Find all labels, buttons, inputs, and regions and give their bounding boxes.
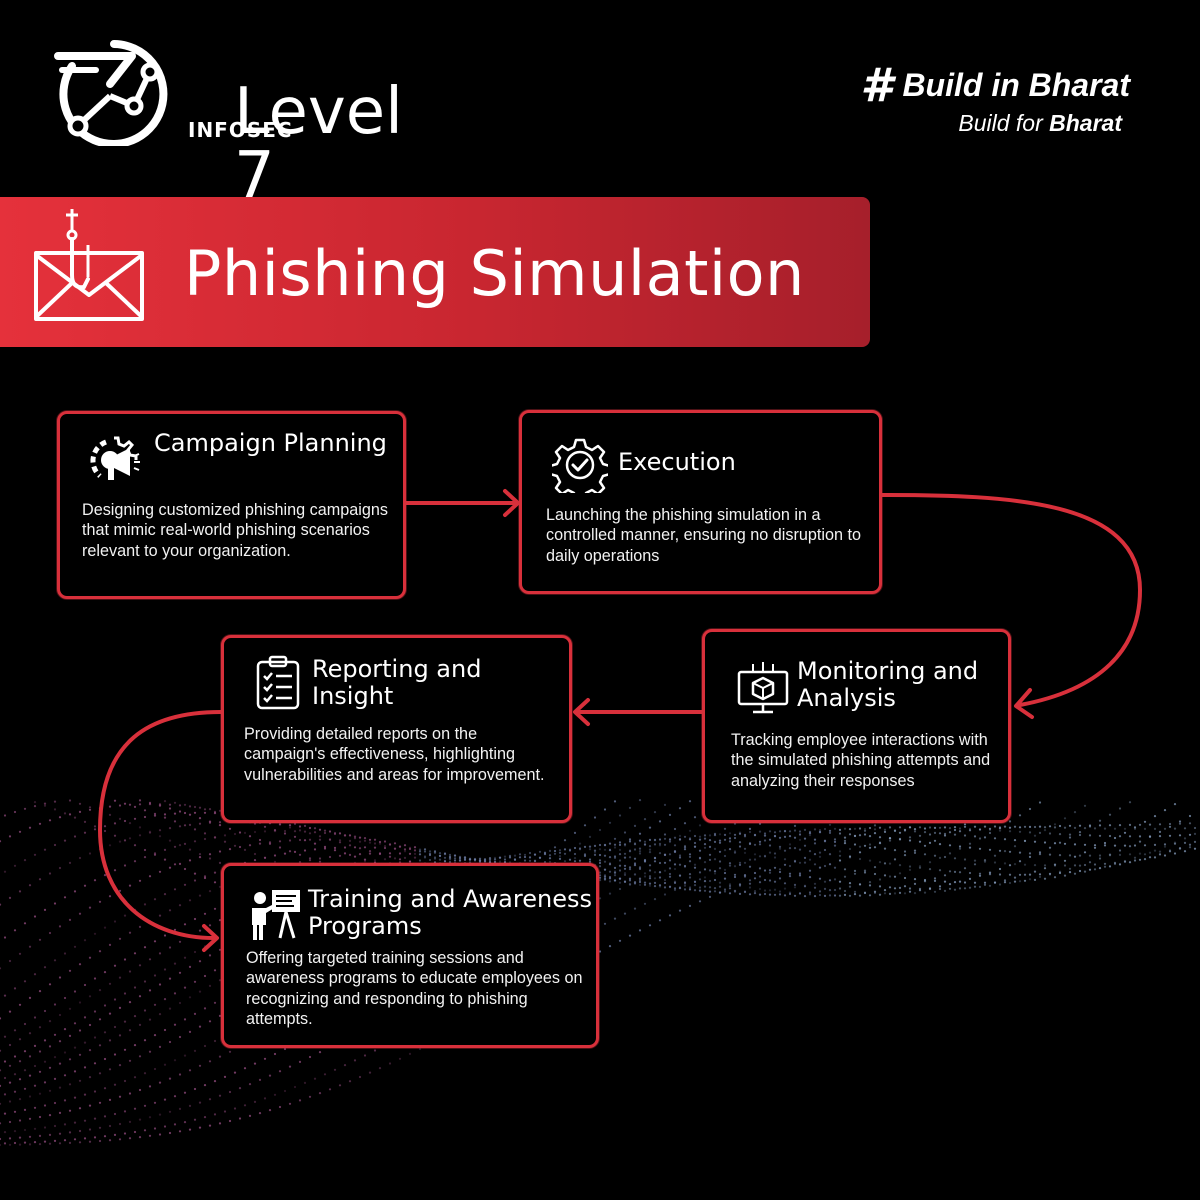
tagline-secondary-prefix: Build for [958,110,1050,136]
tagline-secondary: Build for Bharat [860,110,1122,137]
page-title: Phishing Simulation [184,237,805,310]
step-card-execution: Execution Launching the phishing simulat… [519,410,882,594]
clipboard-checklist-icon [256,655,300,710]
step-title: Reporting and Insight [312,655,482,710]
step-card-campaign-planning: Campaign Planning Designing customized p… [57,411,406,599]
title-banner: Phishing Simulation [0,197,870,347]
step-description: Tracking employee interactions with the … [731,731,991,790]
gear-check-icon [552,438,608,493]
brand-subtitle: INFOSEC [188,118,293,142]
step-title: Execution [618,448,736,476]
step-title: Training and Awareness Programs [308,885,592,940]
step-card-monitoring-analysis: Monitoring and Analysis Tracking employe… [702,629,1011,823]
tagline: # Build in Bharat Build for Bharat [860,62,1130,137]
level7-logo-icon [54,40,168,146]
tagline-secondary-bold: Bharat [1049,110,1122,136]
step-card-reporting-insight: Reporting and Insight Providing detailed… [221,635,572,823]
step-title: Monitoring and Analysis [797,657,979,712]
hashtag-icon: # [860,58,893,112]
step-description: Providing detailed reports on the campai… [244,725,545,784]
step-description: Designing customized phishing campaigns … [82,501,388,560]
monitor-cube-icon [737,662,789,714]
step-card-training-awareness: Training and Awareness Programs Offering… [221,863,599,1048]
gear-megaphone-icon [90,436,140,480]
tagline-primary: Build in Bharat [902,67,1130,103]
phishing-hook-envelope-icon [34,209,144,321]
brand-name: Level 7 [234,75,403,213]
step-description: Offering targeted training sessions and … [246,949,583,1028]
step-title: Campaign Planning [154,429,387,457]
presenter-board-icon [252,890,300,940]
step-description: Launching the phishing simulation in a c… [546,506,861,565]
